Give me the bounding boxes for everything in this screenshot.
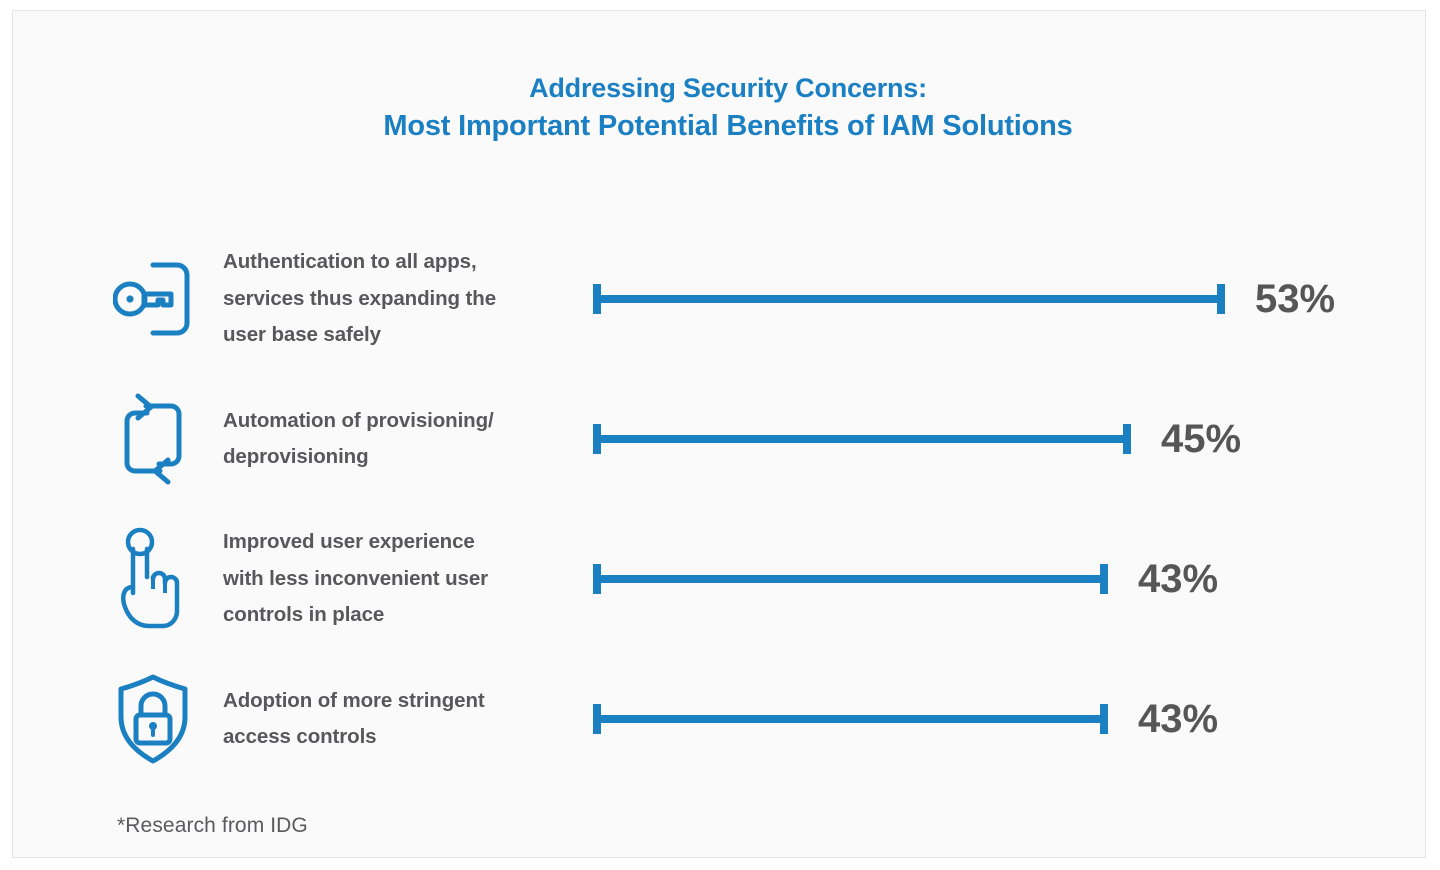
bar-value-label: 43% (1138, 697, 1219, 741)
bar-track (593, 704, 1108, 734)
bar-row: Automation of provisioning/ deprovisioni… (21, 369, 1435, 509)
row-label-line: access controls (223, 725, 377, 748)
bar-cap-start (593, 424, 601, 454)
row-label-line: Automation of provisioning/ (223, 408, 494, 432)
row-label: Adoption of more stringent access contro… (223, 683, 583, 756)
row-bar-cell: 43% (583, 649, 1435, 789)
row-label: Improved user experience with less incon… (223, 524, 583, 633)
chart-canvas: Addressing Security Concerns: Most Impor… (21, 19, 1425, 857)
bar-cap-end (1100, 564, 1108, 594)
bar-value-label: 53% (1255, 277, 1336, 321)
bar-row: Improved user experience with less incon… (21, 509, 1435, 649)
bar-row: Authentication to all apps, services thu… (21, 229, 1435, 369)
row-icon-cell (113, 527, 223, 632)
row-bar-cell: 43% (583, 509, 1435, 649)
row-label-line: deprovisioning (223, 445, 369, 468)
row-label-line: user base safely (223, 323, 381, 347)
row-bar-cell: 53% (583, 229, 1435, 369)
chart-title: Addressing Security Concerns: Most Impor… (21, 71, 1435, 145)
tap-hand-icon (121, 527, 180, 628)
bar-cap-start (593, 704, 601, 734)
bar-value-label: 45% (1161, 417, 1242, 461)
key-door-icon (113, 262, 190, 336)
bar-track (593, 424, 1131, 454)
chart-card: Addressing Security Concerns: Most Impor… (12, 10, 1426, 858)
row-label-line: with less inconvenient user (223, 566, 489, 590)
bar-cap-end (1100, 704, 1108, 734)
bar-rows: Authentication to all apps, services thu… (21, 229, 1435, 789)
chart-title-line-1: Addressing Security Concerns: (529, 73, 927, 103)
row-label-line: Authentication to all apps, (223, 250, 477, 274)
chart-title-line-2: Most Important Potential Benefits of IAM… (383, 109, 1073, 142)
bar-cap-start (593, 284, 601, 314)
bar-track (593, 564, 1108, 594)
bar-cap-end (1123, 424, 1131, 454)
row-label: Authentication to all apps, services thu… (223, 244, 583, 353)
row-icon-cell (113, 673, 223, 765)
row-bar-cell: 45% (583, 369, 1435, 509)
shield-lock-icon (118, 674, 188, 764)
row-label-line: Improved user experience (223, 530, 475, 554)
row-icon-cell (113, 253, 223, 345)
bar-track (593, 284, 1225, 314)
bar-value-label: 43% (1138, 557, 1219, 601)
bar-row: Adoption of more stringent access contro… (21, 649, 1435, 789)
row-label: Automation of provisioning/ deprovisioni… (223, 403, 583, 476)
bar-cap-end (1217, 284, 1225, 314)
cycle-arrows-icon (124, 393, 182, 485)
source-footnote: *Research from IDG (117, 814, 308, 837)
row-icon-cell (113, 393, 223, 485)
row-label-line: services thus expanding the (223, 286, 496, 310)
bar-cap-start (593, 564, 601, 594)
row-label-line: controls in place (223, 603, 385, 627)
row-label-line: Adoption of more stringent (223, 688, 485, 712)
